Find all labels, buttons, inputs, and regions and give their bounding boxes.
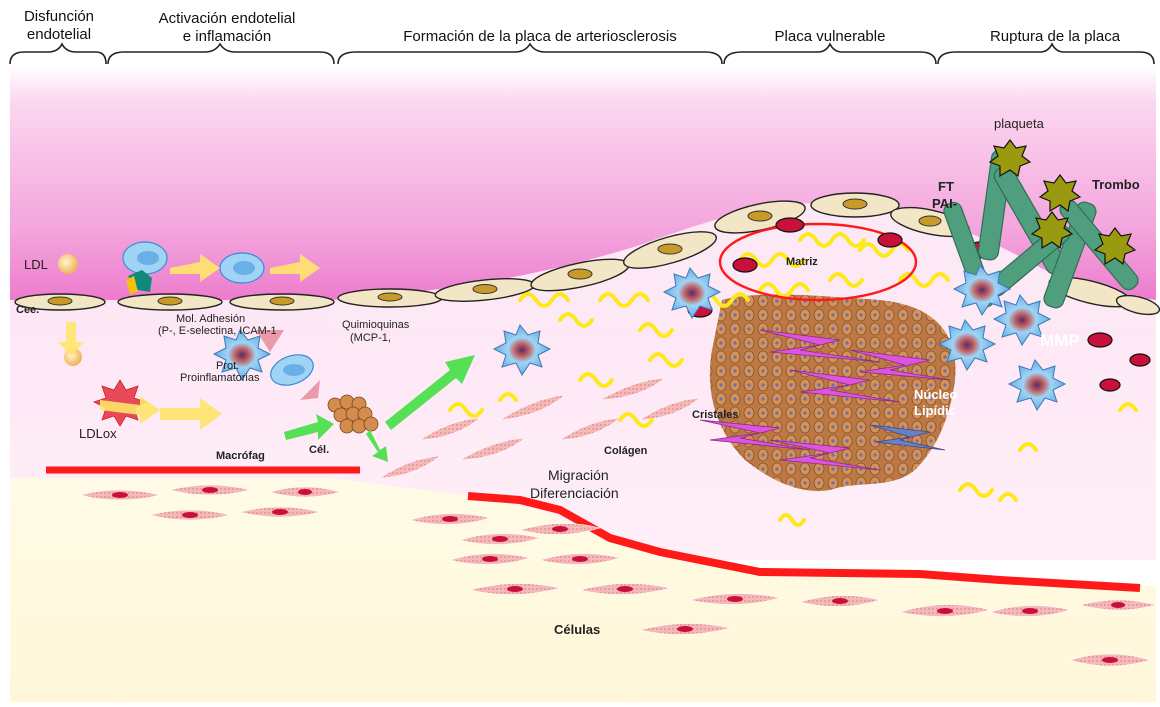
stage-label-activacion: Activación endotelial e inflamación [122,10,332,46]
stage-title-line: Activación endotelial [122,10,332,28]
label-migracion: Migración [548,468,609,482]
stage-label-ruptura: Ruptura de la placa [960,28,1150,46]
label-colagen: Colágen [604,444,647,458]
stage-title-line: Placa vulnerable [740,28,920,46]
stage-title-line: e inflamación [122,28,332,46]
label-pai: PAI- [932,197,957,211]
label-quimioquinas: Quimioquinas [342,318,409,332]
ldl-particle [58,254,78,274]
label-cee: Cee. [16,303,39,317]
stage-label-formacion: Formación de la placa de arteriosclerosi… [350,28,730,46]
stage-label-vulnerable: Placa vulnerable [740,28,920,46]
stage-title-line: Formación de la placa de arteriosclerosi… [350,28,730,46]
label-prot-2: Proinflamatorias [180,371,259,385]
stage-title-line: Disfunción [0,8,118,26]
label-matriz: Matriz [786,255,818,269]
label-mol-adhesion-2: (P-, E-selectina, ICAM-1 [158,324,277,338]
label-nucleo-2: Lipídic [914,404,956,418]
label-quimioquinas-2: (MCP-1, [350,331,391,345]
label-ldl: LDL [24,258,48,272]
label-macrofag: Macrófag [216,449,265,463]
stage-title-line: Ruptura de la placa [960,28,1150,46]
label-plaqueta: plaqueta [994,117,1044,131]
label-trombo: Trombo [1092,178,1140,192]
stage-title-line: endotelial [0,26,118,44]
label-celulas: Células [554,623,600,637]
label-ft: FT [938,180,954,194]
stage-label-disfuncion: Disfunción endotelial [0,8,118,44]
label-cristales: Cristales [692,408,738,422]
label-cel: Cél. [309,443,329,457]
stage-braces [10,44,1154,64]
label-diferenciacion: Diferenciación [530,486,619,500]
label-nucleo: Núcleo [914,388,957,402]
label-ldlox: LDLox [79,427,117,441]
label-mmp: MMP [1040,334,1080,348]
